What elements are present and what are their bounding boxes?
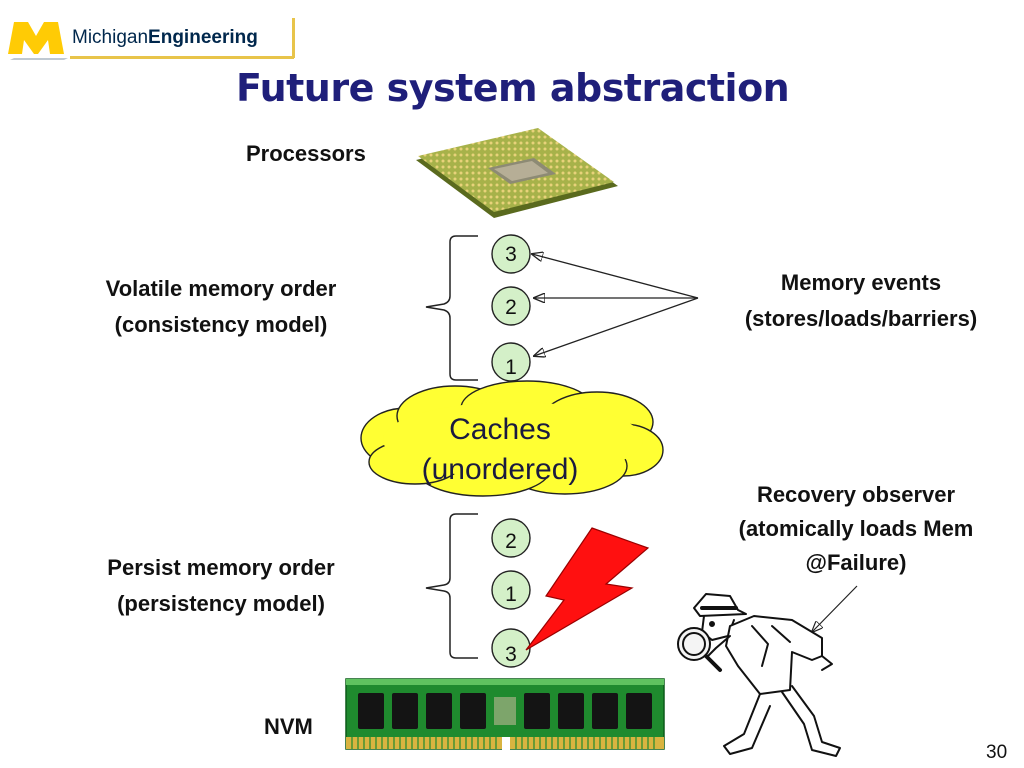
volatile-event-3-circle bbox=[491, 234, 531, 274]
volatile-event-2: 2 bbox=[505, 296, 517, 319]
volatile-event-1-circle bbox=[491, 342, 531, 382]
logo-bracket bbox=[292, 18, 295, 58]
volatile-event-1: 1 bbox=[505, 356, 517, 379]
caches-cloud bbox=[360, 380, 664, 497]
logo-underline bbox=[70, 56, 294, 59]
caches-line2: (unordered) bbox=[421, 453, 579, 486]
volatile-order-line1: Volatile memory order bbox=[105, 276, 337, 301]
persist-event-2: 2 bbox=[505, 530, 517, 553]
persist-order-label: Persist memory order (persistency model) bbox=[60, 555, 382, 617]
volatile-order-line2: (consistency model) bbox=[114, 312, 328, 337]
page-number: 30 bbox=[986, 742, 1008, 763]
persist-order-line2: (persistency model) bbox=[117, 591, 325, 616]
logo-engineering: Engineering bbox=[148, 27, 258, 48]
persist-event-1: 1 bbox=[505, 583, 517, 606]
processor-chip-image bbox=[416, 128, 618, 218]
persist-order-line1: Persist memory order bbox=[107, 555, 335, 580]
detective-observer-icon bbox=[677, 593, 841, 757]
recovery-line2: (atomically loads Mem bbox=[738, 516, 974, 541]
persist-brace bbox=[425, 513, 478, 659]
volatile-order-circles bbox=[491, 234, 531, 382]
processors-label: Processors bbox=[246, 141, 366, 166]
volatile-order-label: Volatile memory order (consistency model… bbox=[60, 276, 382, 338]
lightning-bolt-icon bbox=[525, 527, 650, 651]
persist-event-1-circle bbox=[491, 570, 531, 610]
arrow-to-event-1 bbox=[534, 297, 699, 356]
arrow-to-event-3 bbox=[532, 254, 699, 299]
recovery-observer-label: Recovery observer (atomically loads Mem … bbox=[696, 482, 1016, 576]
memory-events-line2: (stores/loads/barriers) bbox=[744, 306, 978, 331]
memory-events-line1: Memory events bbox=[780, 270, 942, 295]
persist-event-2-circle bbox=[491, 518, 531, 558]
recovery-line3: @Failure) bbox=[805, 550, 907, 575]
caches-label: Caches (unordered) bbox=[400, 410, 600, 490]
logo-michigan: Michigan bbox=[72, 27, 149, 48]
recovery-line1: Recovery observer bbox=[756, 482, 956, 507]
volatile-brace bbox=[425, 235, 478, 381]
caches-line1: Caches bbox=[449, 413, 551, 446]
nvm-label: NVM bbox=[264, 714, 313, 739]
persist-event-3: 3 bbox=[505, 643, 517, 666]
nvm-memory-module-image bbox=[345, 678, 665, 751]
volatile-event-2-circle bbox=[491, 286, 531, 326]
persist-order-circles bbox=[491, 518, 531, 668]
arrow-to-observer bbox=[812, 585, 858, 632]
page-title: Future system abstraction bbox=[236, 66, 790, 110]
block-m-icon bbox=[8, 22, 68, 60]
michigan-engineering-logo: MichiganEngineering bbox=[6, 14, 296, 62]
memory-events-label: Memory events (stores/loads/barriers) bbox=[700, 270, 1022, 332]
volatile-event-3: 3 bbox=[505, 243, 517, 266]
